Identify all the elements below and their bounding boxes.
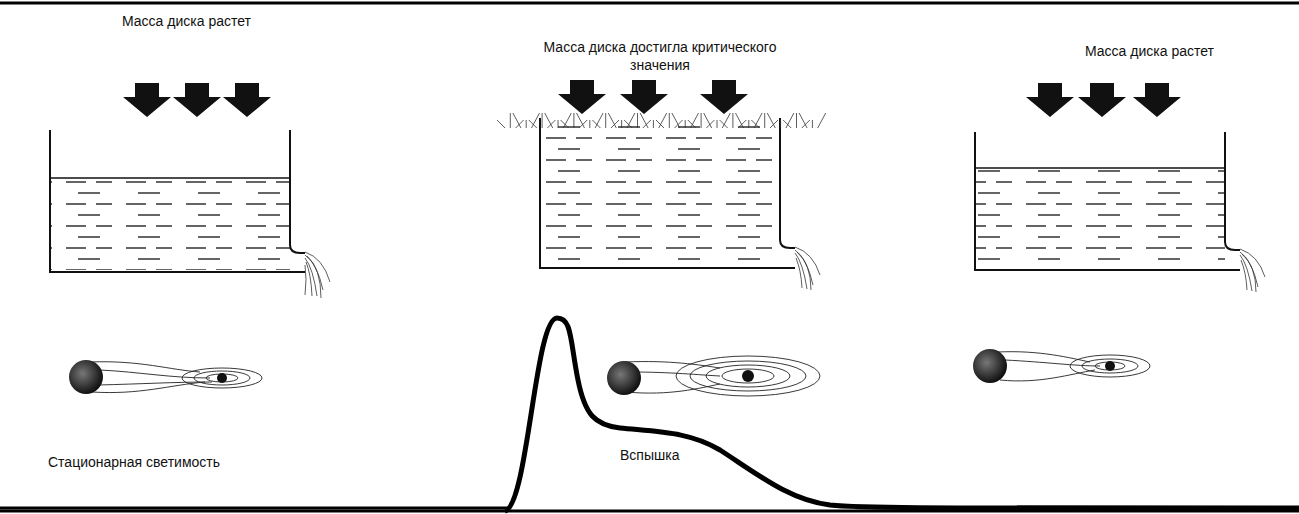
binary-left xyxy=(69,360,262,394)
baseline xyxy=(0,507,510,510)
tank-right xyxy=(975,132,1265,292)
heading-label: Масса диска достигла критического значен… xyxy=(520,38,800,74)
heading-label: Масса диска растет xyxy=(1085,42,1214,60)
state-label: Вспышка xyxy=(618,446,681,464)
state-label: Стационарная светимость xyxy=(48,453,220,471)
down-arrows xyxy=(123,80,1181,117)
heading-label: Масса диска растет xyxy=(122,12,251,30)
tank-left xyxy=(50,130,330,298)
binary-center xyxy=(607,356,820,396)
light-curve xyxy=(505,318,1299,511)
binary-right xyxy=(973,349,1150,383)
top-rule xyxy=(0,2,1299,5)
tank-center xyxy=(497,113,826,290)
